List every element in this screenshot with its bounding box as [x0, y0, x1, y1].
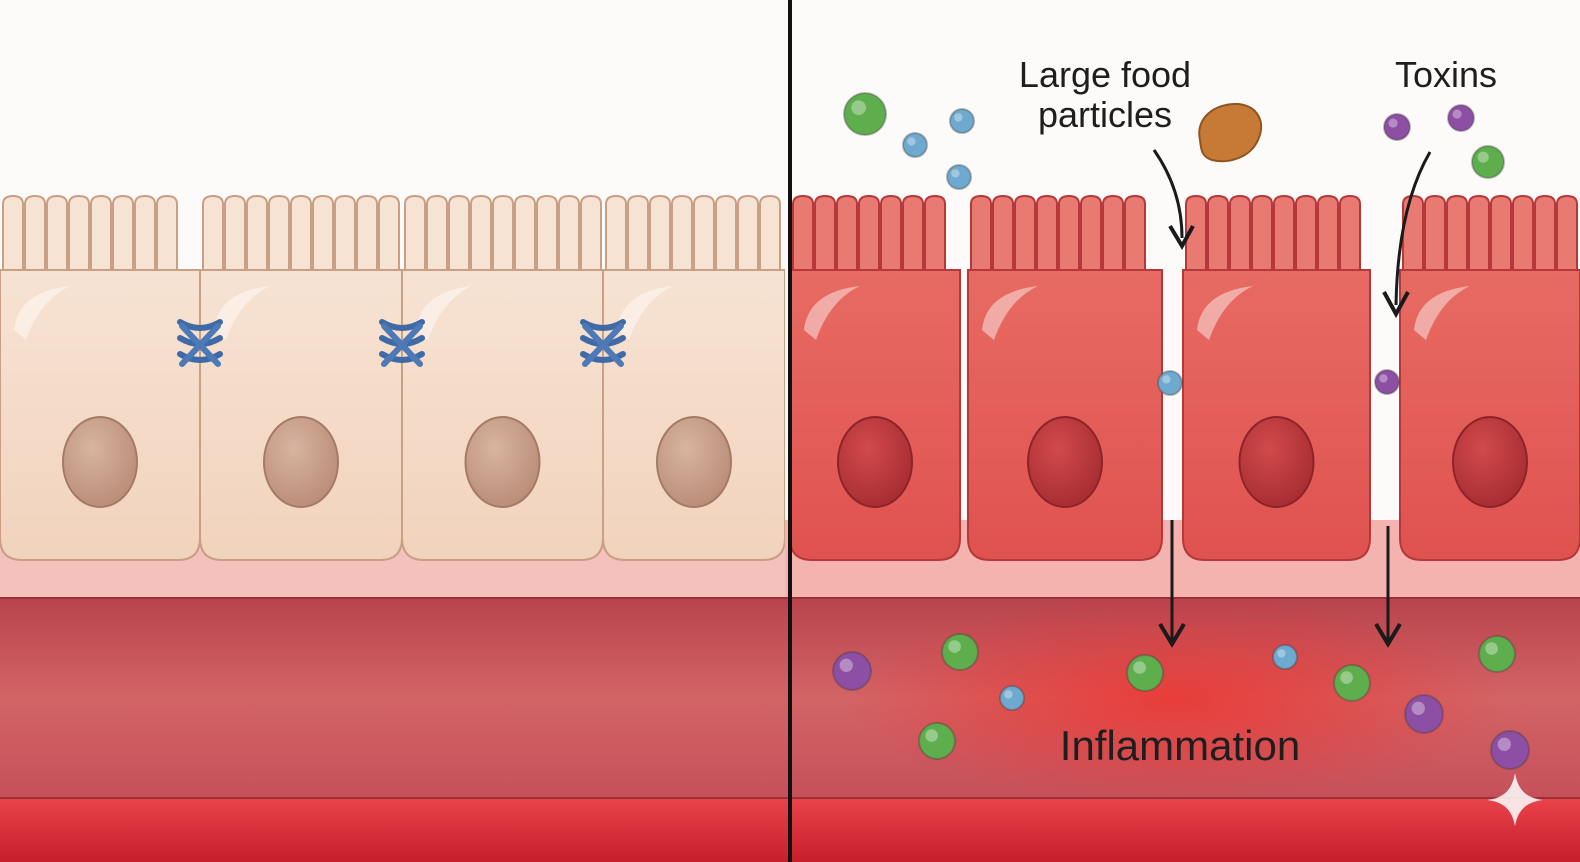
particle: [949, 108, 975, 134]
healthy-cell: [199, 194, 403, 561]
particles: [832, 92, 1530, 770]
healthy-blood-vessel: [0, 598, 785, 798]
healthy-cells: [0, 194, 786, 561]
particle: [941, 633, 979, 671]
inflammation-glow: [845, 600, 1505, 800]
nucleus: [1238, 416, 1315, 508]
particle: [1383, 113, 1411, 141]
leaky-vessel-wall: [785, 798, 1580, 862]
particle: [1333, 664, 1371, 702]
healthy-panel: [0, 0, 786, 862]
nucleus: [1452, 416, 1528, 508]
nucleus: [1027, 416, 1103, 508]
toxin-entry-arrow: [1394, 151, 1432, 306]
leaky-cell: [1182, 194, 1371, 561]
large-food-particles-label-line1: Large food: [1019, 54, 1191, 95]
large-food-particles-label-line2: particles: [1038, 94, 1172, 135]
particle: [1404, 694, 1444, 734]
particle: [999, 685, 1025, 711]
healthy-cell: [0, 194, 201, 561]
particle: [1374, 369, 1400, 395]
nucleus: [464, 416, 541, 508]
tight-junction-icon: [379, 319, 425, 367]
particle: [832, 651, 872, 691]
particle: [1126, 654, 1164, 692]
particle: [902, 132, 928, 158]
leaky-panel: Large food particles Toxins Inflammation: [785, 0, 1580, 862]
arrows: [1152, 149, 1432, 648]
sparkle-icon: [1487, 773, 1543, 826]
particle: [1478, 635, 1516, 673]
tight-junction-icon: [580, 319, 626, 367]
tight-junction-icon: [177, 319, 223, 367]
particle: [1272, 644, 1298, 670]
leaky-cell: [1399, 194, 1580, 561]
particle: [1471, 145, 1505, 179]
particle: [946, 164, 972, 190]
nucleus: [656, 416, 732, 508]
leaky-cells: [789, 194, 1580, 561]
inflammation-label: Inflammation: [1060, 722, 1300, 769]
healthy-cell: [602, 194, 786, 561]
food-entry-arrow: [1152, 149, 1184, 239]
toxins-label: Toxins: [1395, 54, 1497, 95]
food-particle: [1198, 102, 1263, 163]
healthy-vessel-wall: [0, 798, 785, 862]
healthy-cell: [401, 194, 604, 561]
nucleus: [62, 416, 138, 508]
particle: [918, 722, 956, 760]
leaky-cell: [789, 194, 961, 561]
nucleus: [837, 416, 913, 508]
particle: [843, 92, 887, 136]
nucleus: [263, 416, 339, 508]
particle: [1490, 730, 1530, 770]
leaky-cell: [967, 194, 1163, 561]
particle: [1447, 104, 1475, 132]
particle: [1157, 370, 1183, 396]
